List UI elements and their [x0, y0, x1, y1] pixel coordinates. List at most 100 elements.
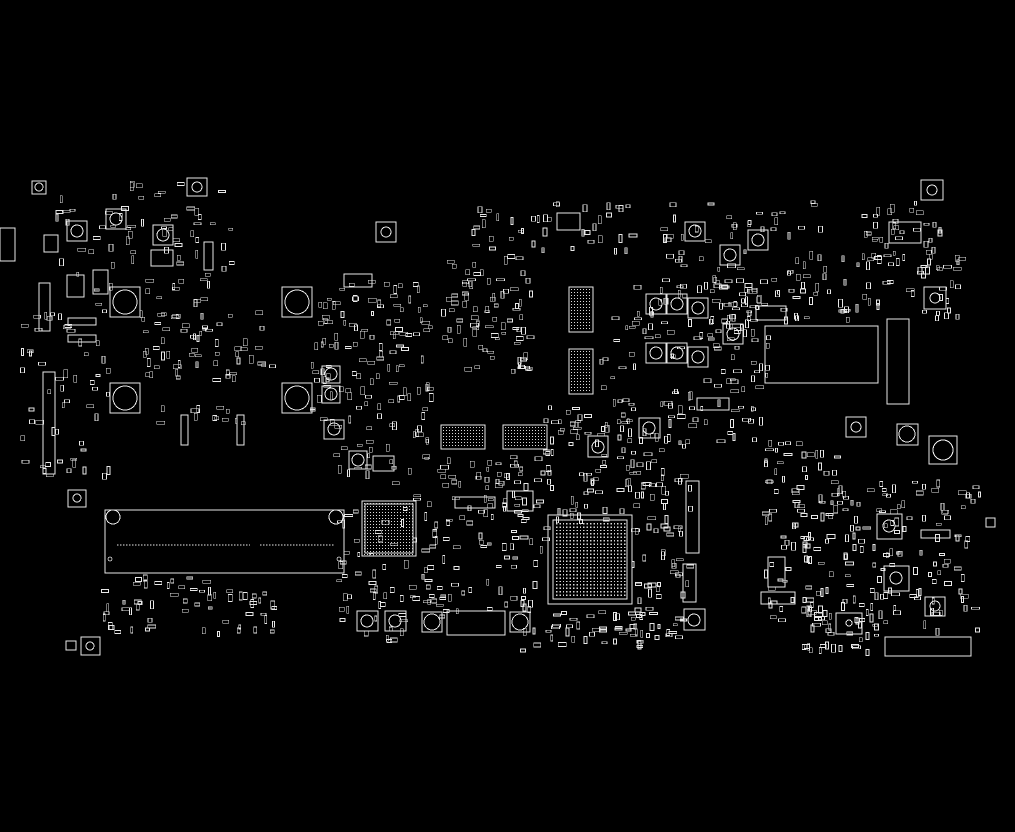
smd-part[interactable]	[260, 612, 267, 616]
smd-part[interactable]	[858, 637, 863, 643]
smd-part[interactable]	[944, 515, 951, 521]
smd-part[interactable]	[724, 279, 733, 283]
pad-square[interactable]	[152, 224, 174, 246]
smd-part[interactable]	[377, 299, 382, 308]
smd-part[interactable]	[902, 254, 906, 261]
smd-part[interactable]	[254, 345, 263, 350]
smd-part[interactable]	[837, 500, 843, 505]
smd-part[interactable]	[668, 415, 675, 418]
smd-part[interactable]	[615, 613, 620, 621]
smd-part[interactable]	[200, 312, 204, 320]
smd-part[interactable]	[927, 258, 931, 266]
smd-part[interactable]	[401, 519, 404, 527]
smd-part[interactable]	[740, 324, 744, 332]
smd-part[interactable]	[675, 558, 684, 562]
smd-part[interactable]	[21, 348, 24, 356]
smd-part[interactable]	[20, 367, 25, 374]
smd-part[interactable]	[29, 419, 35, 424]
smd-part[interactable]	[532, 581, 538, 589]
smd-part[interactable]	[478, 344, 483, 350]
smd-part[interactable]	[939, 286, 947, 291]
smd-part[interactable]	[625, 464, 630, 471]
smd-part[interactable]	[582, 204, 588, 212]
smd-part[interactable]	[703, 378, 712, 384]
smd-part[interactable]	[952, 266, 962, 271]
smd-part[interactable]	[635, 582, 642, 586]
smd-part[interactable]	[122, 599, 126, 605]
smd-part[interactable]	[236, 357, 241, 365]
smd-part[interactable]	[597, 215, 602, 225]
smd-part[interactable]	[161, 312, 167, 317]
smd-part[interactable]	[820, 512, 825, 522]
smd-part[interactable]	[427, 598, 432, 605]
smd-part[interactable]	[446, 260, 455, 264]
smd-part[interactable]	[765, 372, 769, 378]
smd-part[interactable]	[647, 516, 657, 521]
smd-part[interactable]	[842, 598, 848, 604]
smd-part[interactable]	[764, 458, 768, 464]
smd-part[interactable]	[729, 314, 736, 320]
smd-part[interactable]	[521, 326, 526, 335]
smd-part[interactable]	[95, 302, 102, 306]
smd-part[interactable]	[568, 442, 574, 446]
smd-part[interactable]	[465, 269, 471, 276]
component[interactable]	[506, 490, 534, 512]
smd-part[interactable]	[102, 613, 106, 622]
smd-part[interactable]	[791, 541, 796, 551]
smd-part[interactable]	[876, 299, 880, 306]
smd-part[interactable]	[485, 209, 492, 213]
smd-part[interactable]	[336, 579, 343, 583]
pad-round[interactable]	[649, 297, 663, 311]
smd-part[interactable]	[42, 468, 47, 474]
smd-part[interactable]	[154, 581, 163, 585]
smd-part[interactable]	[542, 537, 550, 542]
smd-part[interactable]	[616, 488, 625, 492]
smd-part[interactable]	[818, 616, 825, 621]
smd-part[interactable]	[374, 615, 378, 622]
smd-part[interactable]	[500, 322, 506, 331]
smd-part[interactable]	[692, 417, 699, 423]
mounting-hole[interactable]	[926, 184, 938, 196]
smd-part[interactable]	[99, 225, 106, 230]
smd-part[interactable]	[520, 600, 525, 607]
smd-part[interactable]	[620, 425, 624, 432]
smd-part[interactable]	[809, 602, 814, 608]
smd-part[interactable]	[129, 182, 134, 192]
pad-round[interactable]	[112, 385, 138, 411]
smd-part[interactable]	[717, 266, 721, 272]
smd-part[interactable]	[865, 632, 870, 640]
smd-part[interactable]	[421, 548, 431, 553]
smd-part[interactable]	[698, 256, 704, 262]
smd-part[interactable]	[959, 593, 969, 599]
smd-part[interactable]	[633, 470, 642, 475]
smd-part[interactable]	[86, 404, 95, 408]
smd-part[interactable]	[892, 218, 899, 224]
smd-part[interactable]	[936, 479, 941, 488]
smd-part[interactable]	[747, 220, 752, 225]
smd-part[interactable]	[597, 235, 603, 244]
pad-square[interactable]	[638, 417, 661, 439]
smd-part[interactable]	[507, 318, 513, 323]
smd-part[interactable]	[478, 532, 483, 540]
smd-part[interactable]	[344, 514, 353, 517]
smd-part[interactable]	[671, 353, 674, 359]
smd-part[interactable]	[531, 240, 536, 248]
smd-part[interactable]	[550, 436, 554, 445]
smd-part[interactable]	[808, 532, 811, 540]
smd-part[interactable]	[625, 204, 631, 209]
smd-part[interactable]	[314, 342, 319, 350]
smd-part[interactable]	[238, 591, 243, 601]
smd-part[interactable]	[92, 236, 101, 240]
smd-part[interactable]	[764, 516, 768, 526]
smd-part[interactable]	[732, 222, 737, 231]
smd-part[interactable]	[58, 313, 62, 321]
smd-part[interactable]	[648, 588, 652, 598]
smd-part[interactable]	[489, 355, 495, 360]
smd-part[interactable]	[730, 232, 734, 239]
smd-part[interactable]	[613, 638, 617, 645]
smd-part[interactable]	[245, 612, 254, 616]
smd-part[interactable]	[340, 311, 345, 318]
smd-part[interactable]	[842, 490, 847, 498]
pad-square[interactable]	[684, 221, 706, 242]
smd-part[interactable]	[378, 343, 383, 351]
